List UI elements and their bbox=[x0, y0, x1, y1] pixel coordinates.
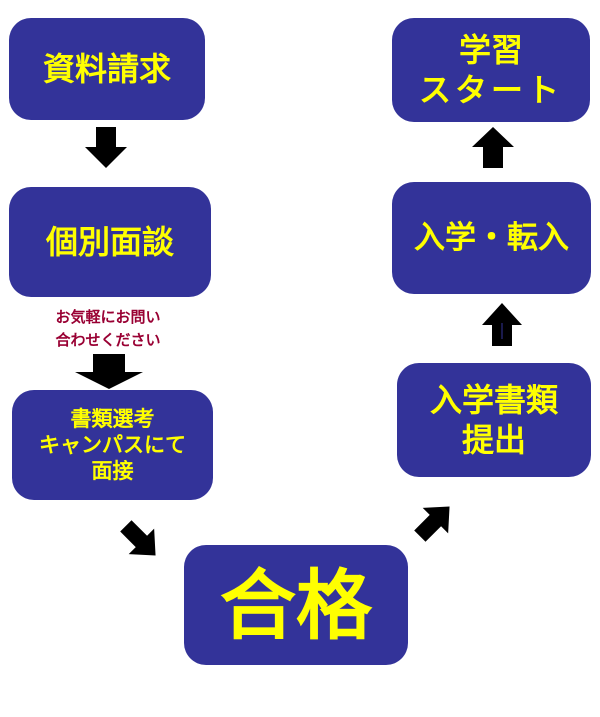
arrow-down-right-icon bbox=[120, 520, 156, 556]
contact-note: お気軽にお問い 合わせください bbox=[8, 306, 208, 351]
step-interview: 個別面談 bbox=[9, 187, 211, 297]
step-screening-line2: キャンパスにて bbox=[39, 432, 186, 457]
arrow-up-icon bbox=[472, 127, 514, 168]
step-documents-line1: 入学書類 bbox=[429, 381, 558, 419]
step-admission-label: 入学・転入 bbox=[414, 219, 569, 256]
step-interview-label: 個別面談 bbox=[45, 223, 174, 261]
arrow-down-icon bbox=[85, 127, 127, 168]
arrow-down-wide-icon bbox=[75, 354, 143, 389]
step-admission: 入学・転入 bbox=[392, 182, 591, 294]
step-pass: 合格 bbox=[184, 545, 408, 665]
step-request: 資料請求 bbox=[9, 18, 205, 120]
step-screening-line3: 面接 bbox=[91, 459, 134, 484]
step-start-line2: スタート bbox=[418, 71, 563, 109]
step-screening: 書類選考 キャンパスにて 面接 bbox=[12, 390, 213, 500]
step-request-label: 資料請求 bbox=[42, 50, 171, 88]
arrow-up-right-icon bbox=[414, 506, 450, 542]
arrow-up-icon bbox=[482, 303, 522, 346]
step-start: 学習 スタート bbox=[392, 18, 590, 122]
step-pass-label: 合格 bbox=[220, 560, 372, 650]
step-screening-line1: 書類選考 bbox=[70, 406, 155, 431]
step-documents-line2: 提出 bbox=[461, 421, 526, 459]
step-documents: 入学書類 提出 bbox=[397, 363, 591, 477]
step-start-line1: 学習 bbox=[458, 31, 523, 69]
contact-note-line1: お気軽にお問い bbox=[55, 308, 161, 326]
contact-note-line2: 合わせください bbox=[55, 330, 161, 349]
